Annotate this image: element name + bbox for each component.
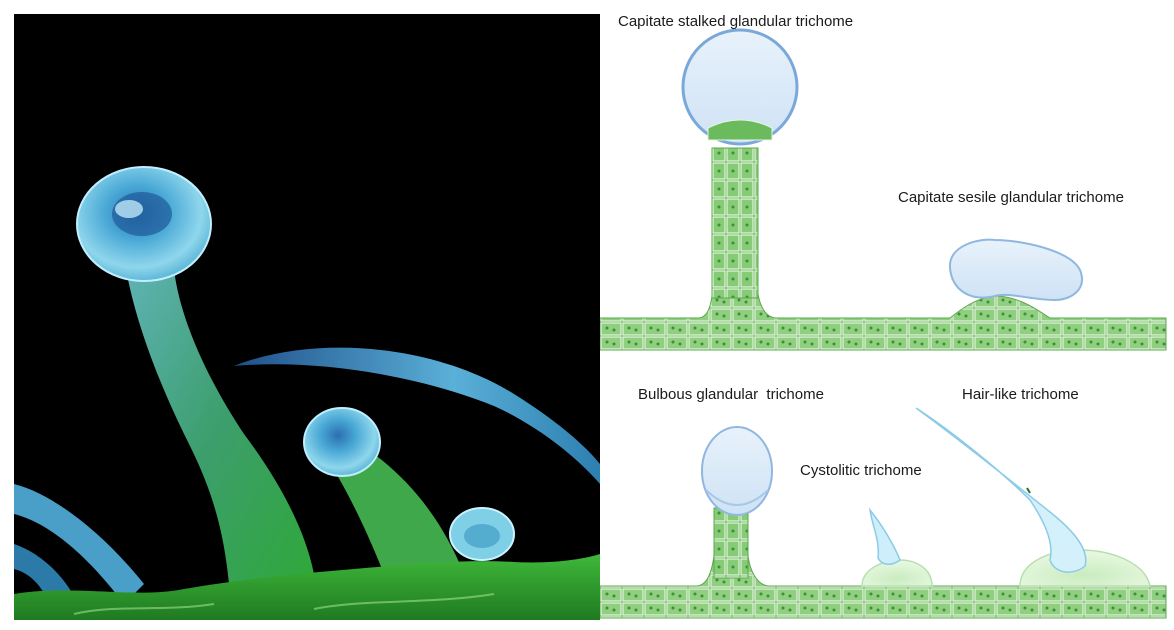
tissue-base-shape bbox=[14, 554, 600, 620]
cystolitic-hair bbox=[868, 507, 901, 565]
stalked-trichome-stalk bbox=[711, 147, 759, 299]
micrograph-illustration bbox=[14, 14, 600, 620]
hair-like-hair bbox=[915, 407, 1087, 573]
trichome-diagram: Capitate stalked glandular trichome Capi… bbox=[600, 0, 1174, 630]
label-cystolitic: Cystolitic trichome bbox=[800, 462, 922, 479]
label-bulbous: Bulbous glandular trichome bbox=[638, 386, 824, 403]
sessile-gland-head bbox=[948, 238, 1083, 302]
bulbous-gland-head bbox=[701, 426, 773, 516]
cystolitic-base bbox=[861, 559, 933, 587]
hair-trichome-shape bbox=[234, 347, 600, 484]
label-hair-like: Hair-like trichome bbox=[962, 386, 1079, 403]
label-capitate-sessile: Capitate sesile glandular trichome bbox=[898, 189, 1124, 206]
bulbous-trichome-stalk bbox=[713, 507, 749, 579]
trichome-schematic bbox=[600, 28, 1167, 619]
micrograph-photo bbox=[14, 14, 600, 620]
stalked-gland-head bbox=[681, 28, 799, 146]
stalk-shape bbox=[126, 269, 314, 584]
label-capitate-stalked: Capitate stalked glandular trichome bbox=[618, 13, 854, 30]
